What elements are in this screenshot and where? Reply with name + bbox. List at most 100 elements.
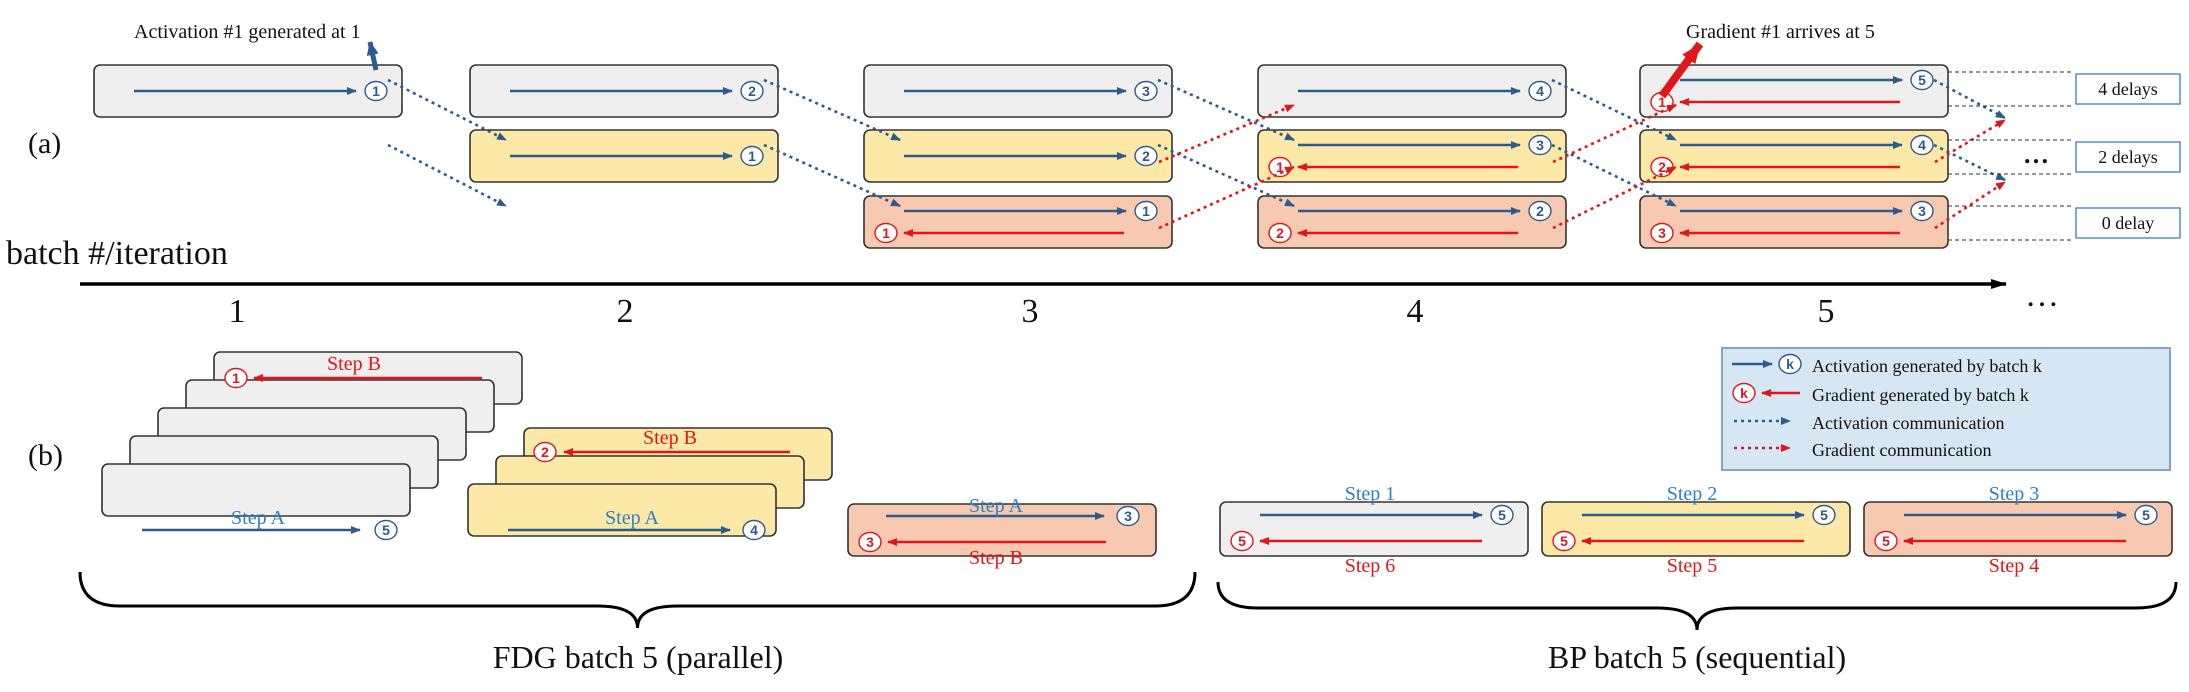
fdg-single-grad-badge-circle bbox=[858, 531, 882, 553]
iteration-tick-3: 3 bbox=[1022, 293, 1039, 330]
fdg-stack2-layer-2 bbox=[467, 483, 777, 537]
bp-box-1 bbox=[1219, 501, 1529, 557]
stage-box-row3-iter5 bbox=[1639, 195, 1949, 249]
legend-gradient-text: Gradient generated by batch k bbox=[1812, 385, 2029, 405]
act-badge-row1-iter5-circle bbox=[1910, 69, 1934, 91]
legend-act-badge-label: k bbox=[1786, 356, 1794, 372]
delay-ellipsis: … bbox=[2023, 140, 2049, 169]
iteration-tick-1: 1 bbox=[229, 293, 246, 330]
act-badge-row1-iter4-circle bbox=[1528, 80, 1552, 102]
bp-grad-badge-3-circle bbox=[1874, 530, 1898, 552]
stage-box-row3-iter4 bbox=[1257, 195, 1567, 249]
grad-badge-row3-iter3-circle bbox=[874, 222, 898, 244]
fdg-stack1-layer-4 bbox=[101, 463, 411, 517]
activation-generated-pointer bbox=[366, 41, 379, 71]
act-badge-row3-iter4-circle bbox=[1528, 200, 1552, 222]
fdg-stack2-grad-badge-label: 2 bbox=[541, 444, 549, 460]
fdg-stack1-grad-badge-label: 1 bbox=[232, 370, 240, 386]
stage-box-row2-iter4 bbox=[1257, 129, 1567, 183]
iteration-tick-2: 2 bbox=[617, 293, 634, 330]
act-badge-row2-iter3-label: 2 bbox=[1142, 148, 1150, 164]
fdg-single-grad-badge-label: 3 bbox=[866, 534, 874, 550]
fdg-single-step-b: Step B bbox=[969, 547, 1023, 569]
fdg-stack2-step-a: Step A bbox=[605, 507, 659, 529]
grad-badge-row1-iter5-label: 1 bbox=[1658, 94, 1666, 110]
panel-b-label: (b) bbox=[28, 439, 63, 472]
fdg-stack1-act-badge-circle bbox=[374, 519, 398, 541]
delay-label-1: 2 delays bbox=[2098, 147, 2157, 167]
bp-step-top-3: Step 3 bbox=[1989, 483, 2040, 505]
act-badge-row1-iter3-label: 3 bbox=[1142, 83, 1150, 99]
act-comm-row1-4 bbox=[1551, 78, 1677, 142]
act-badge-row1-iter1-circle bbox=[364, 80, 388, 102]
legend-grad-badge-circle bbox=[1732, 382, 1756, 404]
bp-grad-badge-3-label: 5 bbox=[1882, 533, 1890, 549]
act-badge-row3-iter5-label: 3 bbox=[1918, 203, 1926, 219]
fdg-stack2-act-badge-circle bbox=[742, 519, 766, 541]
act-badge-row3-iter4-label: 2 bbox=[1536, 203, 1544, 219]
iteration-tick-4: 4 bbox=[1407, 293, 1424, 330]
gradient-arrives-pointer bbox=[1658, 41, 1704, 99]
fdg-stack1-grad-badge-circle bbox=[224, 367, 248, 389]
act-comm-row2-4 bbox=[1551, 143, 1677, 208]
act-badge-row2-iter4-label: 3 bbox=[1536, 137, 1544, 153]
bp-act-badge-3-label: 5 bbox=[2142, 507, 2150, 523]
bp-brace bbox=[1216, 581, 2178, 631]
bp-grad-badge-1-circle bbox=[1230, 530, 1254, 552]
bp-step-bottom-1: Step 6 bbox=[1345, 555, 1396, 577]
legend-act-comm-text: Activation communication bbox=[1812, 413, 2004, 433]
bp-act-badge-2-circle bbox=[1812, 504, 1836, 526]
bp-box-3 bbox=[1863, 501, 2173, 557]
bp-grad-badge-2-label: 5 bbox=[1560, 533, 1568, 549]
fdg-single-step-a: Step A bbox=[969, 495, 1023, 517]
legend-grad-badge-label: k bbox=[1740, 385, 1748, 401]
grad-badge-row3-iter3-label: 1 bbox=[882, 225, 890, 241]
act-badge-row1-iter4-label: 4 bbox=[1536, 83, 1544, 99]
bp-act-badge-3-circle bbox=[2134, 504, 2158, 526]
bp-box-2 bbox=[1541, 501, 1851, 557]
fdg-single-act-badge-label: 3 bbox=[1124, 508, 1132, 524]
act-comm-row2-1 bbox=[387, 143, 507, 208]
delay-box-1 bbox=[2075, 141, 2181, 173]
fdg-stack1-step-a: Step A bbox=[231, 507, 285, 529]
bp-step-top-2: Step 2 bbox=[1667, 483, 1718, 505]
act-badge-row1-iter2-circle bbox=[740, 80, 764, 102]
act-badge-row2-iter5-circle bbox=[1910, 134, 1934, 156]
bp-step-bottom-2: Step 5 bbox=[1667, 555, 1718, 577]
act-badge-row2-iter3-circle bbox=[1134, 145, 1158, 167]
act-badge-row1-iter3-circle bbox=[1134, 80, 1158, 102]
grad-badge-row3-iter4-circle bbox=[1268, 222, 1292, 244]
act-badge-row1-iter2-label: 2 bbox=[748, 83, 756, 99]
act-badge-row1-iter5-label: 5 bbox=[1918, 72, 1926, 88]
bp-act-badge-1-label: 5 bbox=[1498, 507, 1506, 523]
axis-label: batch #/iteration bbox=[6, 235, 228, 272]
stage-box-row3-iter3 bbox=[863, 195, 1173, 249]
act-badge-row3-iter5-circle bbox=[1910, 200, 1934, 222]
grad-badge-row3-iter5-label: 3 bbox=[1658, 225, 1666, 241]
axis-ellipsis: … bbox=[2025, 277, 2059, 314]
act-badge-row2-iter5-label: 4 bbox=[1918, 137, 1926, 153]
fdg-caption: FDG batch 5 (parallel) bbox=[493, 639, 784, 675]
fdg-single-act-badge-circle bbox=[1116, 505, 1140, 527]
grad-comm-row2-4 bbox=[1552, 103, 1677, 164]
act-badge-row3-iter3-label: 1 bbox=[1142, 203, 1150, 219]
fdg-stack1-step-b: Step B bbox=[327, 353, 381, 375]
stage-box-row2-iter5 bbox=[1639, 129, 1949, 183]
bp-caption: BP batch 5 (sequential) bbox=[1548, 639, 1846, 675]
act-comm-row1-1 bbox=[387, 78, 507, 142]
activation-generated-note: Activation #1 generated at 1 bbox=[134, 21, 361, 43]
delay-box-0 bbox=[2075, 73, 2181, 105]
panel-a-label: (a) bbox=[28, 127, 61, 160]
act-badge-row3-iter3-circle bbox=[1134, 200, 1158, 222]
fdg-stack2-step-b: Step B bbox=[643, 427, 697, 449]
delay-label-0: 4 delays bbox=[2098, 79, 2157, 99]
bp-act-badge-2-label: 5 bbox=[1820, 507, 1828, 523]
grad-badge-row2-iter4-label: 1 bbox=[1276, 159, 1284, 175]
act-badge-row2-iter2-label: 1 bbox=[748, 148, 756, 164]
bp-grad-badge-1-label: 5 bbox=[1238, 533, 1246, 549]
act-badge-row2-iter2-circle bbox=[740, 145, 764, 167]
delay-label-2: 0 delay bbox=[2102, 213, 2154, 233]
legend-grad-comm-text: Gradient communication bbox=[1812, 440, 1991, 460]
bp-step-top-1: Step 1 bbox=[1345, 483, 1396, 505]
